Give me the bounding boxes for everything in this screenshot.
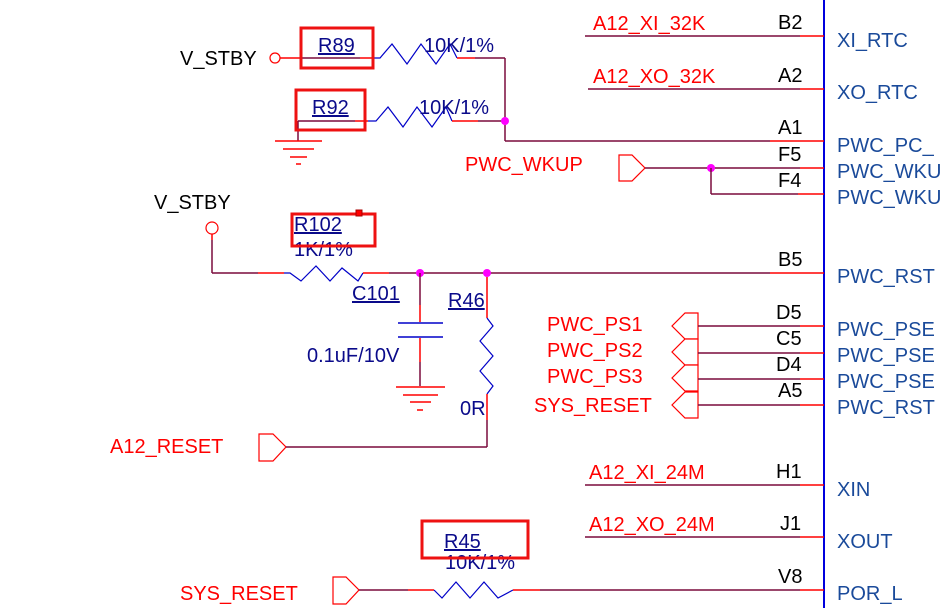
r45-resistor-symbol: [433, 581, 514, 599]
vstby-terminal-top: [269, 52, 281, 64]
r46-ref[interactable]: R46: [448, 290, 485, 312]
chip-pin-name: XO_RTC: [837, 82, 918, 104]
net-a12-xi-24m: A12_XI_24M: [589, 462, 705, 484]
vstby-terminal-mid: [205, 221, 219, 235]
chip-pin-name: PWC_RST: [837, 397, 935, 419]
r102-handle[interactable]: [355, 209, 363, 217]
junction-dot: [483, 269, 491, 277]
c101-value: 0.1uF/10V: [307, 345, 400, 367]
r46-value: 0R: [460, 398, 486, 420]
ground-icon: [275, 140, 322, 165]
pin-number: H1: [776, 461, 802, 483]
net-a12-xi-32k: A12_XI_32K: [593, 13, 706, 35]
r89-ref[interactable]: R89: [318, 35, 355, 57]
chip-pin-name: XOUT: [837, 531, 893, 553]
r92-resistor-symbol: [368, 105, 453, 129]
port-pwc-ps1-label: PWC_PS1: [547, 314, 643, 336]
pin-number: F5: [778, 144, 801, 166]
pin-number: B5: [778, 249, 802, 271]
chip-pin-name: PWC_PC_: [837, 135, 935, 157]
pin-number: V8: [778, 566, 802, 588]
port-pwc-ps3-label: PWC_PS3: [547, 366, 643, 388]
vstby-label-mid: V_STBY: [154, 192, 231, 214]
pin-number: B2: [778, 12, 802, 34]
r46-resistor-symbol: [479, 317, 494, 395]
net-a12-xo-24m: A12_XO_24M: [589, 514, 715, 536]
port-pwc-ps3-icon[interactable]: [671, 364, 699, 392]
port-a12-reset-icon[interactable]: [258, 433, 287, 462]
pin-number: A2: [778, 65, 802, 87]
r102-value: 1K/1%: [294, 239, 353, 261]
port-sys-reset-bottom-label: SYS_RESET: [180, 583, 298, 605]
junction-dot: [501, 117, 509, 125]
chip-pin-name: PWC_PSE: [837, 371, 935, 393]
c101-ref[interactable]: C101: [352, 283, 400, 305]
r45-ref[interactable]: R45: [444, 531, 481, 553]
pin-number: D4: [776, 354, 802, 376]
r45-highlight-box: [420, 519, 530, 560]
ground-icon: [396, 386, 445, 411]
port-sys-reset-bottom-icon[interactable]: [332, 576, 360, 605]
r89-value: 10K/1%: [424, 35, 494, 57]
r89-highlight-box: [299, 26, 375, 70]
pin-number: J1: [780, 513, 801, 535]
port-pwc-wkup-icon[interactable]: [618, 154, 646, 182]
pin-number: A5: [778, 380, 802, 402]
chip-pin-name: PWC_PSE: [837, 345, 935, 367]
r89-resistor-symbol: [373, 42, 458, 66]
r92-ref[interactable]: R92: [312, 97, 349, 119]
r45-value: 10K/1%: [445, 552, 515, 574]
pin-number: C5: [776, 328, 802, 350]
port-pwc-ps1-icon[interactable]: [671, 312, 699, 340]
chip-pin-name: XIN: [837, 479, 870, 501]
port-pwc-ps2-label: PWC_PS2: [547, 340, 643, 362]
chip-pin-name: PWC_PSE: [837, 319, 935, 341]
port-a12-reset-label: A12_RESET: [110, 436, 223, 458]
r102-ref[interactable]: R102: [294, 214, 342, 236]
pin-number: D5: [776, 302, 802, 324]
port-sys-reset-mid-icon[interactable]: [671, 391, 699, 419]
r102-resistor-symbol: [284, 265, 364, 282]
chip-pin-name: PWC_WKU: [837, 161, 941, 183]
chip-pin-name: POR_L: [837, 583, 903, 605]
chip-pin-name: XI_RTC: [837, 30, 908, 52]
r102-highlight-box: [290, 212, 377, 248]
r92-value: 10K/1%: [419, 97, 489, 119]
pin-number: F4: [778, 170, 801, 192]
port-sys-reset-mid-label: SYS_RESET: [534, 395, 652, 417]
chip-pin-name: PWC_WKU: [837, 187, 941, 209]
pin-number: A1: [778, 117, 802, 139]
vstby-label-top: V_STBY: [180, 48, 257, 70]
net-a12-xo-32k: A12_XO_32K: [593, 66, 716, 88]
port-pwc-wkup-label: PWC_WKUP: [465, 154, 583, 176]
chip-pin-name: PWC_RST: [837, 266, 935, 288]
port-pwc-ps2-icon[interactable]: [671, 338, 699, 366]
r92-highlight-box: [294, 88, 367, 132]
